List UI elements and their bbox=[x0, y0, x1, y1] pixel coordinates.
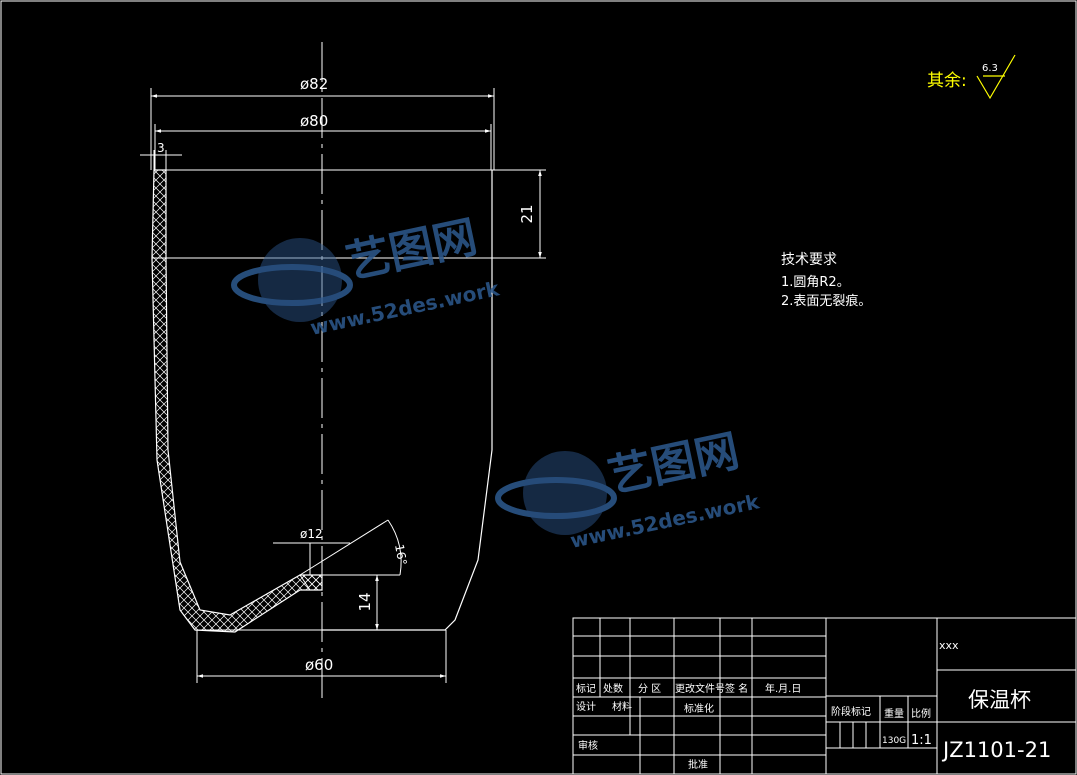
finish-label: 其余: bbox=[927, 71, 967, 91]
tech-req-item-1: 1.圆角R2。 bbox=[781, 275, 850, 290]
tb-change-doc-label: 更改文件号 bbox=[675, 682, 725, 695]
title-block bbox=[572, 617, 1077, 775]
dim-base-diameter: ø60 bbox=[305, 656, 333, 674]
watermark-globe-icon bbox=[231, 264, 353, 306]
tb-approve-label: 批准 bbox=[688, 758, 708, 771]
tb-scale-label: 比例 bbox=[911, 707, 931, 720]
tb-count-label: 处数 bbox=[603, 682, 623, 695]
watermark-2: 艺图网 www.52des.work bbox=[495, 425, 762, 553]
watermark-globe-icon bbox=[495, 477, 617, 519]
tb-company: xxx bbox=[939, 639, 959, 652]
watermark-brand-2: 艺图网 bbox=[604, 425, 744, 502]
tech-req-heading: 技术要求 bbox=[781, 252, 837, 268]
tech-req-item-2: 2.表面无裂痕。 bbox=[781, 294, 872, 309]
dim-bottom-height: 14 bbox=[356, 592, 374, 611]
dim-wall-thickness: 3 bbox=[157, 141, 165, 155]
bottom-stem bbox=[299, 574, 323, 591]
dim-angle-arc bbox=[387, 519, 402, 576]
watermark-sphere-icon bbox=[258, 238, 342, 322]
tb-mark-label: 标记 bbox=[576, 683, 596, 695]
finish-value: 6.3 bbox=[982, 63, 998, 74]
tb-scale-value: 1:1 bbox=[911, 733, 932, 748]
tb-weight-value: 130G bbox=[882, 736, 906, 746]
watermark-1: 艺图网 www.52des.work bbox=[231, 211, 502, 340]
tb-date-label: 年.月.日 bbox=[765, 682, 801, 695]
tb-standardize-label: 标准化 bbox=[684, 702, 714, 715]
dim-inner-diameter: ø80 bbox=[300, 112, 328, 130]
tb-stage-label: 阶段标记 bbox=[831, 705, 871, 718]
tb-part-name: 保温杯 bbox=[968, 688, 1031, 712]
tb-weight-label: 重量 bbox=[884, 707, 904, 720]
dim-bottom-angle: 16° bbox=[392, 543, 409, 566]
tb-sign-label: 签 名 bbox=[725, 682, 748, 695]
watermark-brand-1: 艺图网 bbox=[342, 211, 482, 288]
dim-rim-height: 21 bbox=[518, 204, 536, 223]
watermark-sphere-icon bbox=[523, 451, 607, 535]
dim-angle-line-a bbox=[299, 519, 389, 576]
tb-drawing-no: JZ1101-21 bbox=[941, 738, 1051, 762]
dim-bottom-hole: ø12 bbox=[300, 527, 323, 541]
tb-review-label: 审核 bbox=[578, 739, 598, 752]
tb-design-label: 设计 bbox=[576, 700, 596, 713]
tb-zone-label: 分 区 bbox=[638, 683, 661, 695]
dim-outer-diameter: ø82 bbox=[300, 75, 328, 93]
finish-symbol-icon bbox=[976, 54, 1016, 100]
tb-material-label: 材料 bbox=[612, 700, 632, 713]
